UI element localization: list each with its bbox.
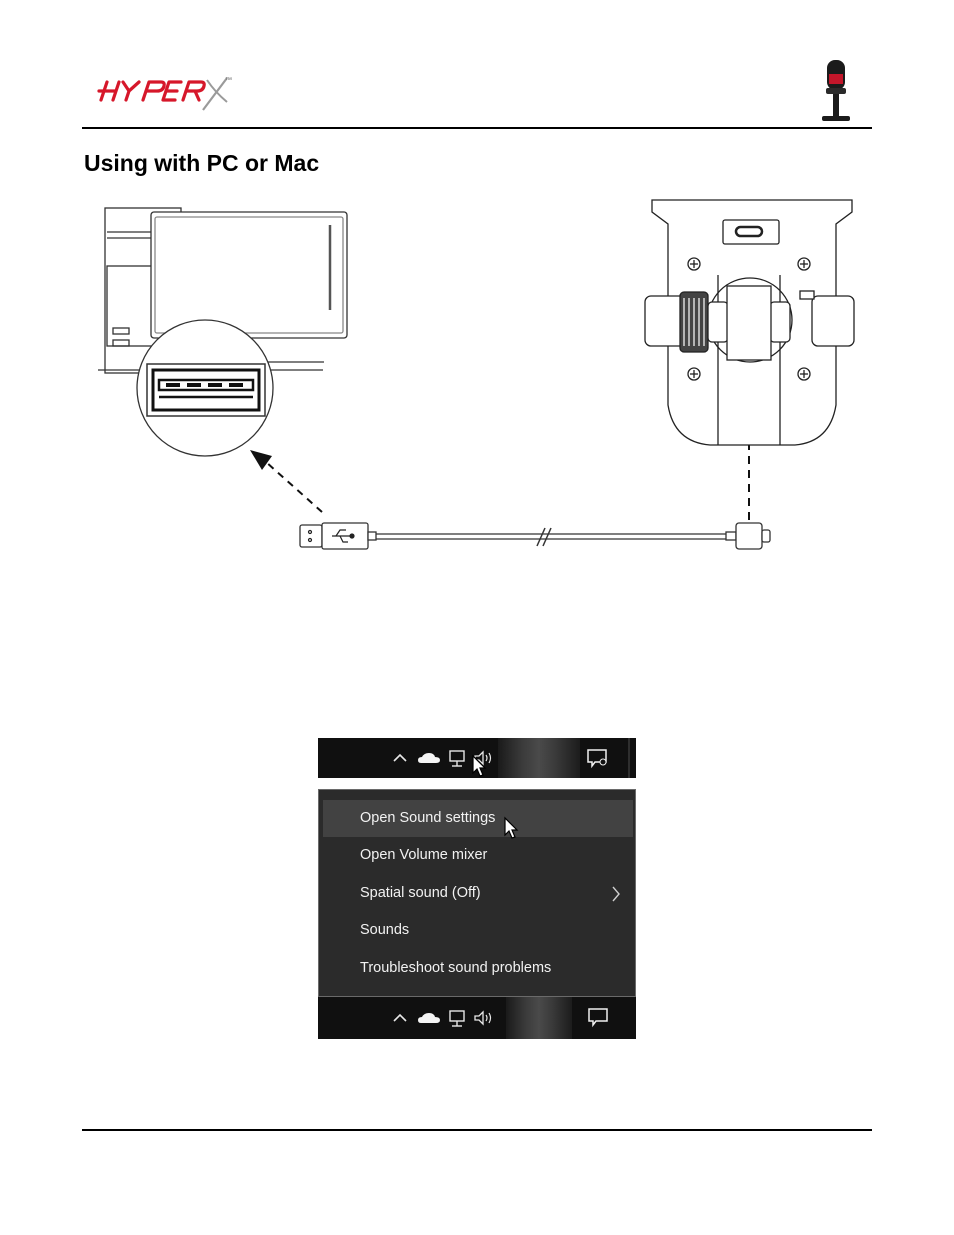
menu-item-label: Troubleshoot sound problems <box>360 960 552 976</box>
hyperx-logo: ™ <box>97 77 232 111</box>
action-center-icon[interactable] <box>586 747 608 769</box>
usb-cable-icon <box>299 522 771 550</box>
header-divider <box>82 127 872 129</box>
mouse-cursor-icon <box>504 816 519 839</box>
system-tray <box>390 738 494 778</box>
taskbar <box>318 997 636 1039</box>
chevron-up-icon[interactable] <box>390 1008 410 1028</box>
speaker-icon[interactable] <box>472 1008 494 1028</box>
network-icon[interactable] <box>446 748 470 768</box>
system-tray <box>390 997 494 1039</box>
menu-item-label: Open Volume mixer <box>360 847 488 863</box>
mouse-cursor-icon <box>472 754 487 777</box>
menu-item-sounds[interactable]: Sounds <box>323 912 633 949</box>
menu-item-label: Spatial sound (Off) <box>360 885 481 901</box>
sound-context-menu: Open Sound settings Open Volume mixer Sp… <box>318 789 636 997</box>
footer-divider <box>82 1129 872 1131</box>
taskbar <box>318 738 636 778</box>
menu-item-spatial-sound[interactable]: Spatial sound (Off) <box>323 875 633 912</box>
menu-item-label: Sounds <box>360 922 410 938</box>
trademark-mark: ™ <box>225 77 232 84</box>
taskbar-edge <box>628 738 630 778</box>
onedrive-cloud-icon[interactable] <box>416 748 444 768</box>
chevron-up-icon[interactable] <box>390 748 410 768</box>
page-title: Using with PC or Mac <box>84 150 320 176</box>
connection-diagram <box>98 199 855 550</box>
clock-area[interactable] <box>506 997 572 1039</box>
menu-item-open-sound-settings[interactable]: Open Sound settings <box>323 800 633 839</box>
arrow-to-pc <box>265 461 323 513</box>
network-icon[interactable] <box>446 1008 470 1028</box>
menu-item-open-volume-mixer[interactable]: Open Volume mixer <box>323 837 633 874</box>
microphone-base-icon <box>644 199 855 446</box>
onedrive-cloud-icon[interactable] <box>416 1008 444 1028</box>
clock-area[interactable] <box>498 738 580 778</box>
menu-item-troubleshoot-sound[interactable]: Troubleshoot sound problems <box>323 950 633 987</box>
microphone-icon <box>822 60 850 121</box>
usb-a-port-icon <box>136 319 274 457</box>
action-center-icon[interactable] <box>587 1006 609 1028</box>
menu-item-label: Open Sound settings <box>360 810 496 826</box>
chevron-right-icon <box>612 886 620 902</box>
